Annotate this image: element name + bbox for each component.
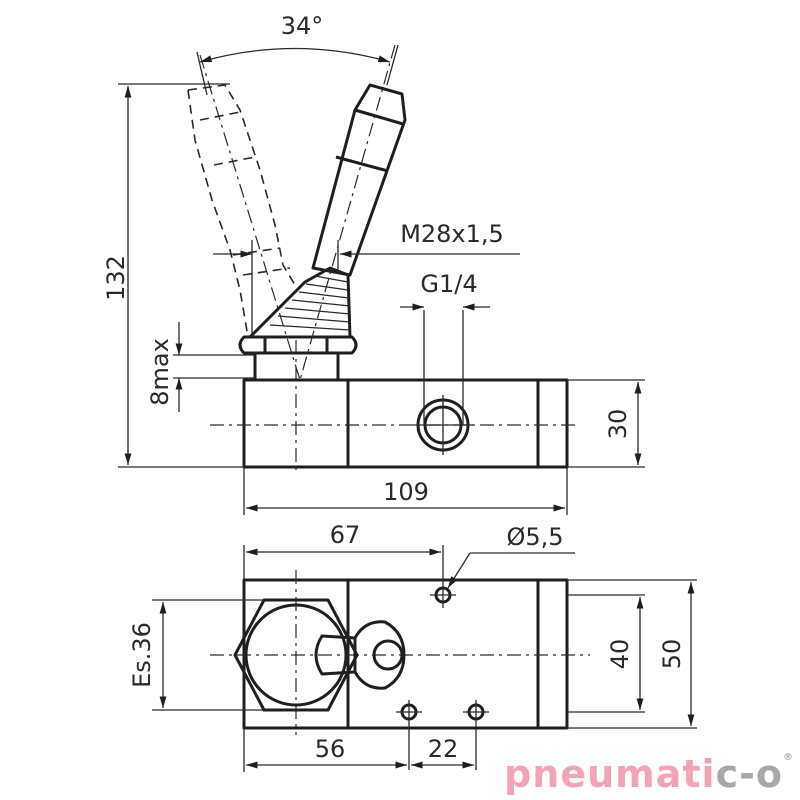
hole-diameter-label: Ø5,5: [506, 523, 563, 551]
brand-name-pink: pneumati: [504, 752, 716, 796]
top-view: [210, 545, 590, 770]
wrench-size-label: Es.36: [128, 622, 156, 688]
lever-nut: [238, 335, 358, 355]
side-view-dimensions: 34° 132 8max M28x1,5 G1/4 30 109: [102, 12, 645, 515]
lever-handle: [311, 83, 407, 277]
hole-offset-label: 67: [330, 521, 361, 549]
valve-body-side: [242, 378, 569, 469]
body-length-label: 109: [383, 478, 429, 506]
thread-label: M28x1,5: [400, 220, 504, 248]
height-label: 132: [102, 255, 130, 301]
hole-spacing-x-label: 22: [428, 735, 459, 763]
lever-knob-top: [314, 620, 406, 690]
body-width-label: 50: [658, 639, 686, 670]
port-label: G1/4: [420, 270, 477, 298]
nut-height-label: 8max: [146, 338, 174, 406]
top-view-dimensions: 67 Ø5,5 Es.36 40 50 56 22: [128, 521, 697, 772]
registered-mark: ®: [783, 752, 794, 763]
angle-label: 34°: [281, 12, 324, 40]
body-height-label: 30: [604, 409, 632, 440]
lower-offset-label: 56: [315, 735, 346, 763]
hole-spacing-y-label: 40: [606, 639, 634, 670]
side-view: [187, 44, 580, 475]
lever-alternate-position: [187, 84, 296, 338]
brand-name-grey: c-o: [715, 752, 783, 796]
brand-logo: pneumatic-o®: [504, 752, 794, 796]
hex-nut: [233, 598, 359, 712]
